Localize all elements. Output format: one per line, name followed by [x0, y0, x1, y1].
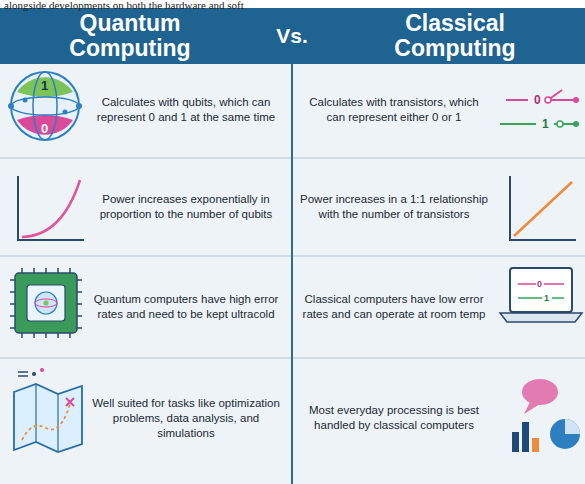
cell-text: Most everyday processing is best handled… — [300, 403, 488, 433]
transistor-switches — [500, 90, 579, 127]
comparison-cell: Power increases in a 1:1 relationship wi… — [300, 190, 488, 224]
cell-text: Calculates with transistors, which can r… — [300, 95, 488, 125]
comparison-cell: Calculates with qubits, which can repres… — [92, 93, 280, 127]
cell-text: Quantum computers have high error rates … — [92, 292, 280, 322]
bit-value: 1 — [541, 118, 550, 130]
cell-text: Classical computers have low error rates… — [300, 292, 488, 322]
comparison-cell: Classical computers have low error rates… — [300, 290, 488, 324]
laptop-icon — [500, 268, 582, 322]
qubit-state: 0 — [41, 122, 48, 135]
bit-value: 0 — [536, 280, 543, 289]
bit-value: 0 — [533, 94, 542, 106]
exponential-graph — [18, 176, 84, 240]
center-divider — [291, 64, 293, 484]
header-band: Quantum Computing Vs. Classical Computing — [0, 8, 585, 64]
comparison-cell: Power increases exponentially in proport… — [92, 190, 280, 224]
header-title: Quantum Computing — [25, 11, 235, 62]
quantum-chip — [10, 268, 82, 338]
comparison-cell: Most everyday processing is best handled… — [300, 401, 488, 435]
header-band — [0, 8, 585, 64]
comparison-cell: Quantum computers have high error rates … — [92, 290, 280, 324]
header-title: Classical Computing — [350, 11, 560, 62]
linear-graph — [510, 176, 576, 240]
versus-label: Vs. — [262, 24, 322, 47]
cell-text: Power increases in a 1:1 relationship wi… — [300, 192, 488, 222]
qubit-sphere — [8, 72, 82, 140]
bit-value: 1 — [543, 294, 550, 303]
chart-icons — [512, 379, 580, 452]
map-icon — [14, 368, 82, 452]
cropped-text: alongside developments on both the hardw… — [4, 0, 244, 11]
comparison-cell: Well suited for tasks like optimization … — [92, 394, 280, 443]
cell-text: Well suited for tasks like optimization … — [92, 396, 280, 441]
qubit-state: 1 — [41, 79, 48, 92]
cell-text: Calculates with qubits, which can repres… — [92, 95, 280, 125]
comparison-cell: Calculates with transistors, which can r… — [300, 93, 488, 127]
cell-text: Power increases exponentially in proport… — [92, 192, 280, 222]
body-panel — [0, 64, 585, 484]
